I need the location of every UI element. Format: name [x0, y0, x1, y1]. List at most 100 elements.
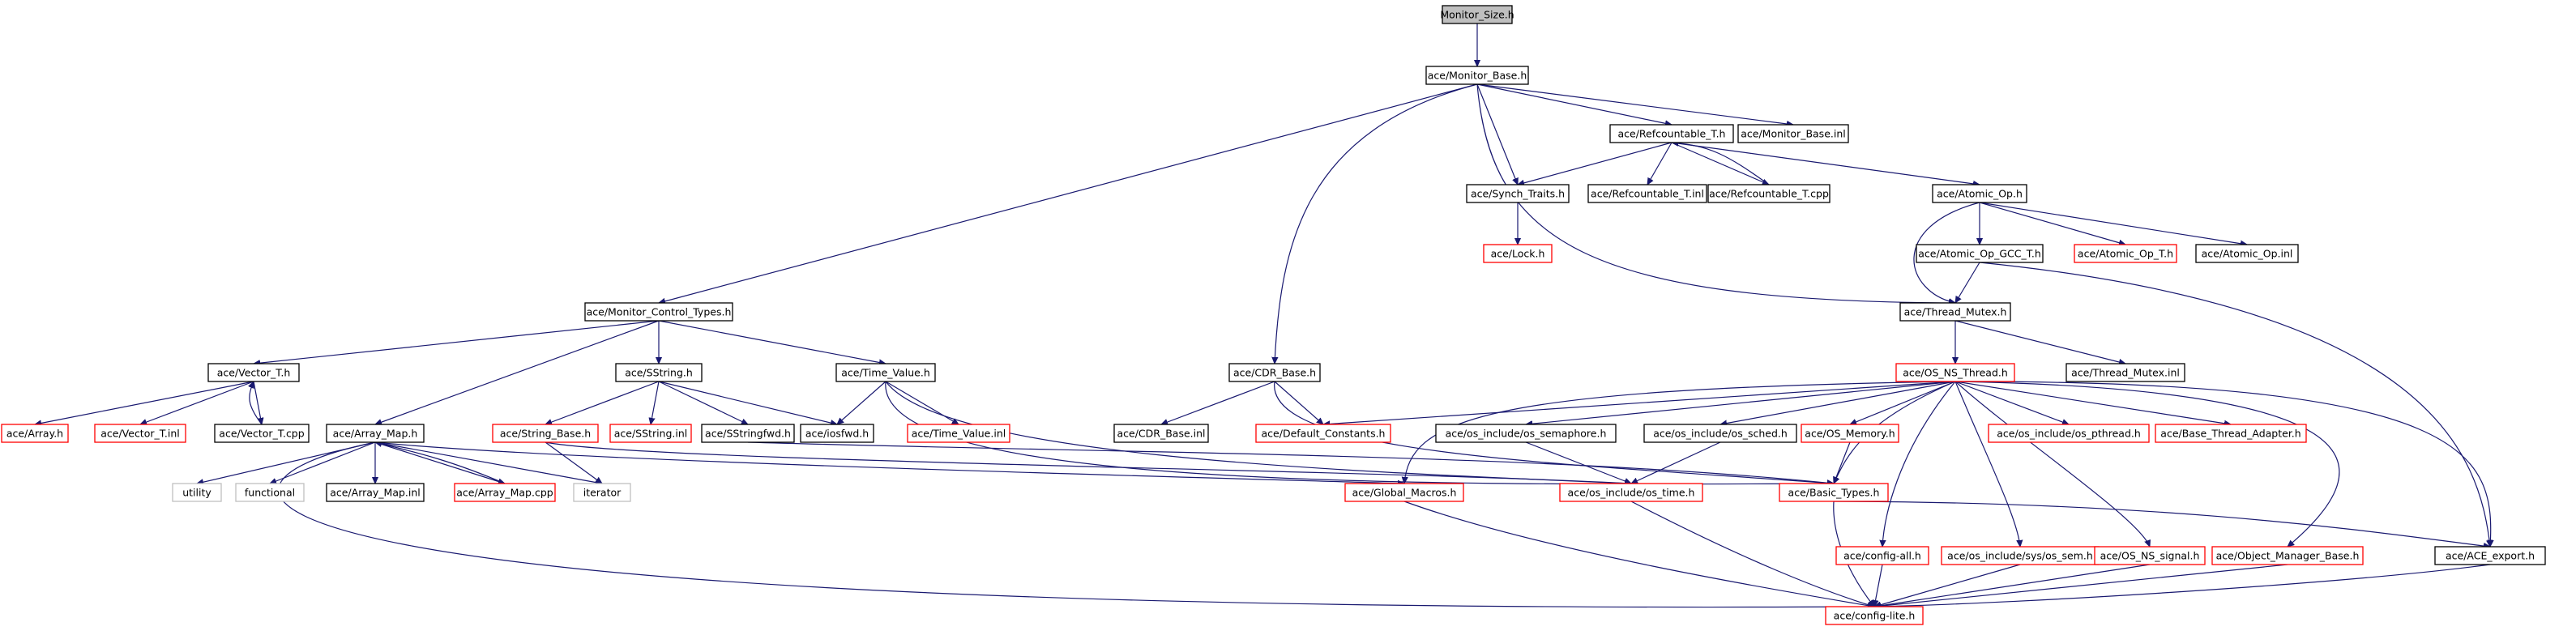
- edge-os_sem_h-to-config_lite_h: [1874, 564, 2021, 607]
- node-vector-t-inl[interactable]: ace/Vector_T.inl: [94, 424, 186, 443]
- edge-sstring_h-to-sstringfwd_h: [658, 381, 748, 425]
- node-base-thread-adapter-h[interactable]: ace/Base_Thread_Adapter.h: [2155, 424, 2307, 443]
- node-box: [207, 363, 300, 382]
- edge-monitor_base_h-to-synch_traits_h: [1476, 83, 1518, 185]
- node-refcountable-t-cpp[interactable]: ace/Refcountable_T.cpp: [1707, 184, 1831, 203]
- node-refcountable-t-inl[interactable]: ace/Refcountable_T.inl: [1587, 184, 1707, 203]
- edge-sstring_h-to-sstring_inl: [651, 381, 660, 424]
- edge-cdr_base_h-to-default_constants_h: [1274, 381, 1323, 424]
- node-lock-h[interactable]: ace/Lock.h: [1483, 244, 1553, 263]
- edge-monitor_control_types_h-to-array_map_h: [375, 320, 660, 424]
- node-label: ace/Array_Map.h: [333, 428, 418, 440]
- node-monitor-control-types-h[interactable]: ace/Monitor_Control_Types.h: [584, 302, 733, 322]
- node-array-h[interactable]: ace/Array.h: [1, 424, 69, 443]
- node-vector-t-cpp[interactable]: ace/Vector_T.cpp: [214, 424, 310, 443]
- node-box: [2211, 546, 2364, 565]
- node-os-ns-signal-h[interactable]: ace/OS_NS_signal.h: [2094, 546, 2206, 565]
- node-os-time-h[interactable]: ace/os_include/os_time.h: [1559, 483, 1703, 502]
- node-array-map-cpp[interactable]: ace/Array_Map.cpp: [454, 483, 556, 502]
- node-box: [492, 424, 599, 443]
- node-box: [573, 483, 631, 502]
- edge-array_map_cpp-to-array_map_h: [375, 442, 506, 484]
- node-object-manager-base-h[interactable]: ace/Object_Manager_Base.h: [2211, 546, 2364, 565]
- node-thread-mutex-inl[interactable]: ace/Thread_Mutex.inl: [2065, 363, 2185, 382]
- edge-basic_types_h-to-ace_export_h: [1833, 501, 2490, 547]
- node-label: ace/Synch_Traits.h: [1471, 188, 1565, 200]
- node-os-sched-h[interactable]: ace/os_include/os_sched.h: [1643, 424, 1797, 443]
- node-label: ace/os_include/os_sched.h: [1653, 428, 1788, 440]
- node-global-macros-h[interactable]: ace/Global_Macros.h: [1344, 483, 1464, 502]
- node-sstringfwd-h[interactable]: ace/SStringfwd.h: [701, 424, 795, 443]
- node-time-value-inl[interactable]: ace/Time_Value.inl: [907, 424, 1010, 443]
- node-atomic-op-h[interactable]: ace/Atomic_Op.h: [1932, 184, 2027, 203]
- node-box: [454, 483, 556, 502]
- node-atomic-op-inl[interactable]: ace/Atomic_Op.inl: [2195, 244, 2299, 263]
- node-box: [1255, 424, 1391, 443]
- node-config-lite-h[interactable]: ace/config-lite.h: [1825, 606, 1924, 625]
- node-refcountable-t-h[interactable]: ace/Refcountable_T.h: [1609, 124, 1734, 143]
- node-box: [1988, 424, 2150, 443]
- node-iosfwd-h[interactable]: ace/iosfwd.h: [800, 424, 874, 443]
- node-thread-mutex-h[interactable]: ace/Thread_Mutex.h: [1899, 302, 2011, 322]
- node-label: Monitor_Size.h: [1440, 9, 1514, 21]
- edge-monitor_base_h-to-cdr_base_h: [1275, 83, 1478, 364]
- node-label: ace/Atomic_Op_T.h: [2078, 248, 2173, 260]
- node-time-value-h[interactable]: ace/Time_Value.h: [835, 363, 936, 382]
- node-label: ace/Object_Manager_Base.h: [2216, 550, 2360, 562]
- node-label: ace/SString.h: [625, 367, 693, 379]
- node-functional[interactable]: functional: [235, 483, 305, 502]
- edge-os_time_h-to-config_lite_h: [1630, 501, 1874, 607]
- edge-array_map_h-to-array_map_cpp: [374, 441, 505, 484]
- node-box: [1466, 184, 1570, 203]
- node-os-semaphore-h[interactable]: ace/os_include/os_semaphore.h: [1435, 424, 1617, 443]
- node-box: [2065, 363, 2185, 382]
- node-box: [1435, 424, 1617, 443]
- edge-monitor_base_h-to-monitor_base_inl: [1476, 83, 1793, 125]
- node-monitor-base-inl[interactable]: ace/Monitor_Base.inl: [1737, 124, 1849, 143]
- node-os-pthread-h[interactable]: ace/os_include/os_pthread.h: [1988, 424, 2150, 443]
- edge-global_macros_h-to-config_lite_h: [1403, 501, 1874, 607]
- node-label: utility: [182, 487, 211, 499]
- node-array-map-inl[interactable]: ace/Array_Map.inl: [326, 483, 425, 502]
- node-utility[interactable]: utility: [172, 483, 222, 502]
- node-label: ace/Monitor_Base.h: [1428, 70, 1527, 82]
- edge-array_map_h-to-config_lite_h: [278, 441, 1874, 607]
- node-label: ace/os_include/os_semaphore.h: [1446, 428, 1607, 440]
- edge-os_semaphore_h-to-os_time_h: [1525, 441, 1631, 484]
- node-config-all-h[interactable]: ace/config-all.h: [1835, 546, 1929, 565]
- node-label: ace/OS_NS_Thread.h: [1903, 367, 2008, 379]
- node-os-memory-h[interactable]: ace/OS_Memory.h: [1801, 424, 1899, 443]
- node-label: ace/Refcountable_T.cpp: [1709, 188, 1829, 200]
- node-monitor-size-h[interactable]: Monitor_Size.h: [1440, 5, 1514, 24]
- node-synch-traits-h[interactable]: ace/Synch_Traits.h: [1466, 184, 1570, 203]
- node-default-constants-h[interactable]: ace/Default_Constants.h: [1255, 424, 1391, 443]
- node-os-sem-h[interactable]: ace/os_include/sys/os_sem.h: [1941, 546, 2100, 565]
- node-cdr-base-h[interactable]: ace/CDR_Base.h: [1228, 363, 1321, 382]
- node-label: ace/Monitor_Control_Types.h: [587, 306, 732, 318]
- edge-string_base_h-to-iterator: [545, 441, 602, 484]
- node-label: ace/Refcountable_T.inl: [1591, 188, 1704, 200]
- node-label: ace/String_Base.h: [500, 428, 591, 440]
- node-iterator[interactable]: iterator: [573, 483, 631, 502]
- node-box: [835, 363, 936, 382]
- node-ace-export-h[interactable]: ace/ACE_export.h: [2434, 546, 2546, 565]
- node-label: ace/os_include/os_time.h: [1568, 487, 1695, 499]
- node-atomic-op-gcc-t-h[interactable]: ace/Atomic_Op_GCC_T.h: [1916, 244, 2044, 263]
- node-array-map-h[interactable]: ace/Array_Map.h: [326, 424, 425, 443]
- node-monitor-base-h[interactable]: ace/Monitor_Base.h: [1425, 66, 1529, 85]
- edge-monitor_control_types_h-to-time_value_h: [658, 320, 886, 364]
- file-nodes: Monitor_Size.h ace/Monitor_Base.h ace/Refc…: [1, 5, 2546, 625]
- node-cdr-base-inl[interactable]: ace/CDR_Base.inl: [1113, 424, 1209, 443]
- node-box: [1835, 546, 1929, 565]
- node-os-ns-thread-h[interactable]: ace/OS_NS_Thread.h: [1895, 363, 2015, 382]
- edge-cdr_base_h-to-cdr_base_inl: [1161, 381, 1275, 424]
- node-atomic-op-t-h[interactable]: ace/Atomic_Op_T.h: [2074, 244, 2177, 263]
- node-sstring-inl[interactable]: ace/SString.inl: [609, 424, 692, 443]
- node-vector-t-h[interactable]: ace/Vector_T.h: [207, 363, 300, 382]
- node-string-base-h[interactable]: ace/String_Base.h: [492, 424, 599, 443]
- node-box: [1643, 424, 1797, 443]
- node-sstring-h[interactable]: ace/SString.h: [615, 363, 703, 382]
- node-label: ace/ACE_export.h: [2446, 550, 2535, 562]
- node-basic-types-h[interactable]: ace/Basic_Types.h: [1779, 483, 1889, 502]
